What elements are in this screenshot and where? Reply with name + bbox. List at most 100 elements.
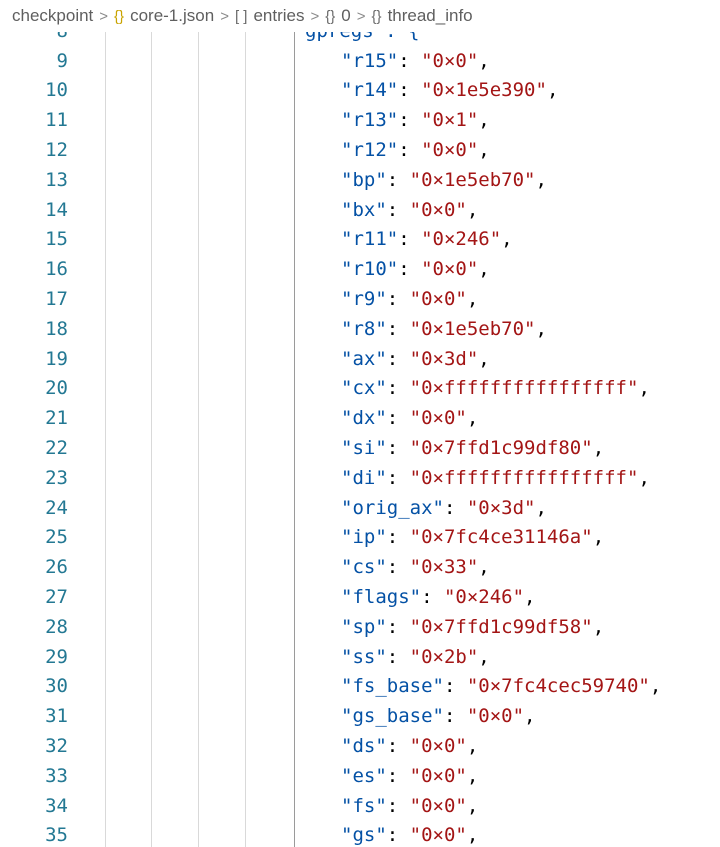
line-number: 18 <box>45 317 68 340</box>
code-line[interactable]: 9"r15": "0×0", <box>0 46 720 76</box>
code-line[interactable]: 25"ip": "0×7fc4ce31146a", <box>0 523 720 553</box>
comma: , <box>466 735 479 758</box>
code-text: "gs_base": "0×0", <box>341 705 536 727</box>
code-line[interactable]: 29"ss": "0×2b", <box>0 642 720 672</box>
line-number: 14 <box>45 198 68 221</box>
code-lines: 8 gpregs": { 9"r15": "0×0",10"r14": "0×1… <box>0 32 720 847</box>
code-line[interactable]: 21"dx": "0×0", <box>0 403 720 433</box>
code-text: "si": "0×7ffd1c99df80", <box>341 437 604 459</box>
json-value: "0×ffffffffffffffff" <box>409 466 639 489</box>
code-line[interactable]: 19"ax": "0×3d", <box>0 344 720 374</box>
code-line[interactable]: 34"fs": "0×0", <box>0 791 720 821</box>
code-text: "ip": "0×7fc4ce31146a", <box>341 526 604 548</box>
code-line[interactable]: 33"es": "0×0", <box>0 761 720 791</box>
json-key: "r15" <box>341 49 399 72</box>
code-text: "r14": "0×1e5e390", <box>341 79 558 101</box>
line-number: 20 <box>45 377 68 400</box>
comma: , <box>535 317 547 340</box>
colon: : <box>386 347 410 370</box>
code-text: "ax": "0×3d", <box>341 348 490 370</box>
line-number: 33 <box>45 764 68 787</box>
colon: : <box>386 526 410 549</box>
line-number: 16 <box>45 258 68 281</box>
colon: : <box>386 317 410 340</box>
code-line[interactable]: 18"r8": "0×1e5eb70", <box>0 314 720 344</box>
code-text: "gs": "0×0", <box>341 824 478 846</box>
json-key: "gs" <box>341 824 387 847</box>
breadcrumb-label: 0 <box>341 6 351 25</box>
code-line[interactable]: 22"si": "0×7ffd1c99df80", <box>0 433 720 463</box>
json-value: "0×0" <box>409 735 467 758</box>
colon: : <box>398 139 422 162</box>
json-key: "ax" <box>341 347 387 370</box>
code-text: "ds": "0×0", <box>341 735 478 757</box>
code-line[interactable]: 10"r14": "0×1e5e390", <box>0 76 720 106</box>
code-line-partial[interactable]: 8 gpregs": { <box>0 32 720 46</box>
json-key: "ss" <box>341 645 387 668</box>
code-text: "fs_base": "0×7fc4cec59740", <box>341 675 661 697</box>
code-line[interactable]: 24"orig_ax": "0×3d", <box>0 493 720 523</box>
code-line[interactable]: 32"ds": "0×0", <box>0 731 720 761</box>
breadcrumb: checkpoint > {} core-1.json > [ ] entrie… <box>0 0 720 32</box>
breadcrumb-item-entries[interactable]: [ ] entries <box>235 6 305 26</box>
code-line[interactable]: 23"di": "0×ffffffffffffffff", <box>0 463 720 493</box>
breadcrumb-item-checkpoint[interactable]: checkpoint <box>12 6 93 26</box>
code-editor[interactable]: 8 gpregs": { 9"r15": "0×0",10"r14": "0×1… <box>0 32 720 847</box>
line-number: 9 <box>56 49 68 72</box>
breadcrumb-item-thread-info[interactable]: {} thread_info <box>372 6 473 26</box>
comma: , <box>466 794 479 817</box>
json-value: "0×2b" <box>409 645 479 668</box>
breadcrumb-label: entries <box>253 6 305 25</box>
chevron-right-icon: > <box>310 7 320 25</box>
comma: , <box>478 645 490 668</box>
line-number: 30 <box>45 675 68 698</box>
colon: : <box>398 79 422 102</box>
line-number: 8 <box>0 32 68 42</box>
json-file-icon: {} <box>114 7 125 25</box>
code-line[interactable]: 11"r13": "0×1", <box>0 105 720 135</box>
json-value: "0×0" <box>466 705 525 728</box>
json-key: "r14" <box>341 79 399 102</box>
code-line[interactable]: 12"r12": "0×0", <box>0 135 720 165</box>
code-line[interactable]: 14"bx": "0×0", <box>0 195 720 225</box>
comma: , <box>466 288 479 311</box>
json-value: "0×7fc4cec59740" <box>466 675 650 698</box>
comma: , <box>592 526 605 549</box>
code-text: "dx": "0×0", <box>341 407 478 429</box>
json-key: "es" <box>341 764 387 787</box>
code-line[interactable]: 16"r10": "0×0", <box>0 254 720 284</box>
code-line[interactable]: 30 "fs_base": "0×7fc4cec59740", <box>0 672 720 702</box>
code-line[interactable]: 13"bp": "0×1e5eb70", <box>0 165 720 195</box>
breadcrumb-item-0[interactable]: {} 0 <box>325 6 351 26</box>
colon: : <box>386 377 410 400</box>
json-value: "0×3d" <box>466 496 536 519</box>
code-text: "r9": "0×0", <box>341 288 478 310</box>
code-line[interactable]: 26"cs": "0×33", <box>0 552 720 582</box>
colon: : <box>386 466 410 489</box>
json-key: "r9" <box>341 288 387 311</box>
indent-guide <box>151 32 152 847</box>
code-line[interactable]: 35 "gs": "0×0", <box>0 821 720 847</box>
json-value: "0×0" <box>409 794 467 817</box>
breadcrumb-label: core-1.json <box>130 6 215 25</box>
colon: : <box>398 109 422 132</box>
json-key: "cx" <box>341 377 387 400</box>
comma: , <box>466 764 479 787</box>
code-line[interactable]: 15"r11": "0×246", <box>0 225 720 255</box>
json-value: "0×0" <box>409 407 467 430</box>
code-line[interactable]: 17"r9": "0×0", <box>0 284 720 314</box>
comma: , <box>546 79 559 102</box>
code-line[interactable]: 20"cx": "0×ffffffffffffffff", <box>0 374 720 404</box>
line-number: 27 <box>45 586 68 609</box>
line-number: 35 <box>45 824 68 847</box>
colon: : <box>386 198 410 221</box>
code-text: "r13": "0×1", <box>341 109 490 131</box>
chevron-right-icon: > <box>356 7 366 25</box>
breadcrumb-label: thread_info <box>387 6 473 25</box>
code-line[interactable]: 27"flags": "0×246", <box>0 582 720 612</box>
code-line[interactable]: 28"sp": "0×7ffd1c99df58", <box>0 612 720 642</box>
breadcrumb-item-core-json[interactable]: {} core-1.json <box>114 6 214 26</box>
colon: : <box>421 586 444 609</box>
code-line[interactable]: 31"gs_base": "0×0", <box>0 701 720 731</box>
chevron-right-icon: > <box>99 7 109 25</box>
